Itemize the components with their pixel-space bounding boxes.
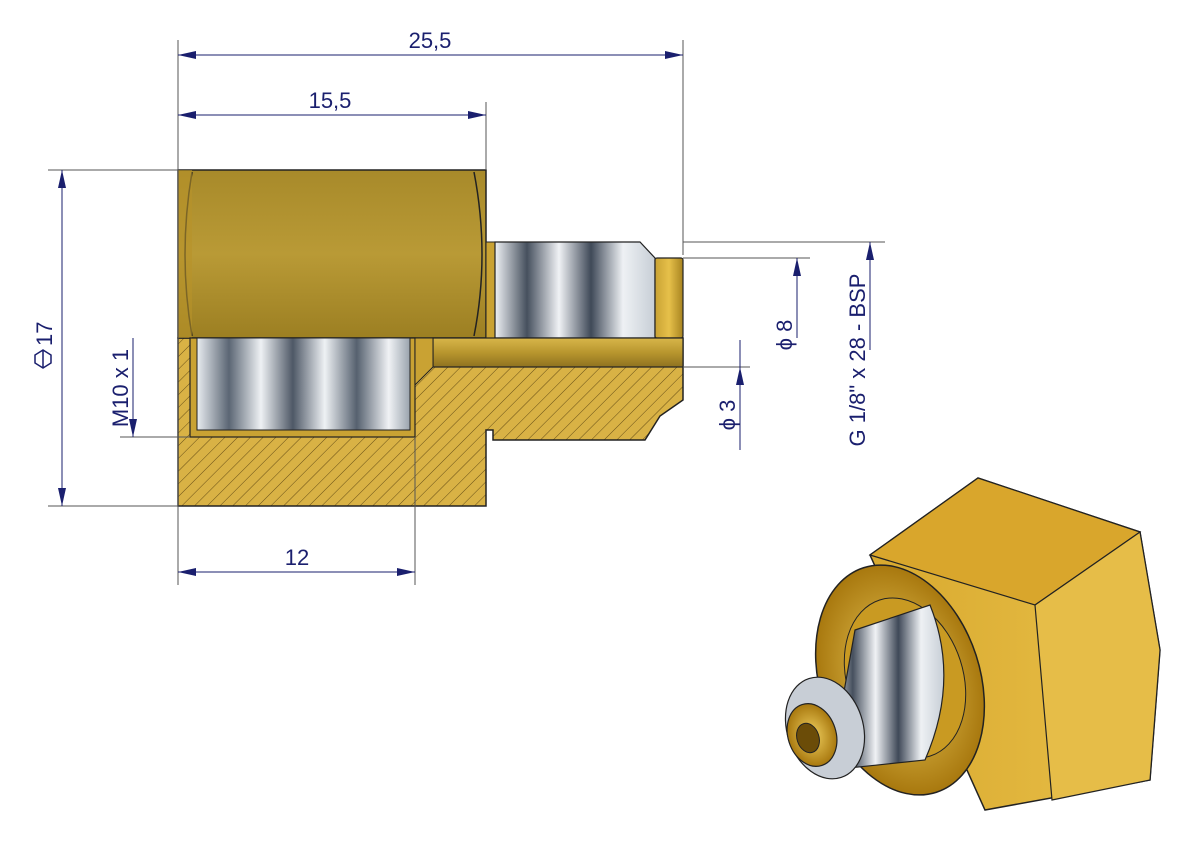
hex-face [177, 169, 487, 339]
dim-hex-length: 15,5 [309, 88, 352, 113]
dim-hex-size: 17 [32, 322, 57, 346]
through-bore [432, 337, 684, 368]
dim-thread-depth: 12 [285, 545, 309, 570]
dim-spigot-diameter: ϕ 8 [772, 320, 797, 351]
dim-bore-diameter: ϕ 3 [715, 400, 740, 431]
hex-symbol-icon [34, 349, 52, 369]
dimension-lines [58, 51, 874, 576]
dim-overall-length: 25,5 [409, 28, 452, 53]
section-view [177, 169, 684, 507]
extension-lines [48, 40, 885, 585]
spigot-tip [654, 257, 684, 339]
dim-male-thread: G 1/8" x 28 - BSP [845, 274, 870, 447]
male-thread [494, 241, 656, 339]
isometric-view [784, 477, 1161, 811]
dim-female-thread: M10 x 1 [108, 349, 133, 427]
